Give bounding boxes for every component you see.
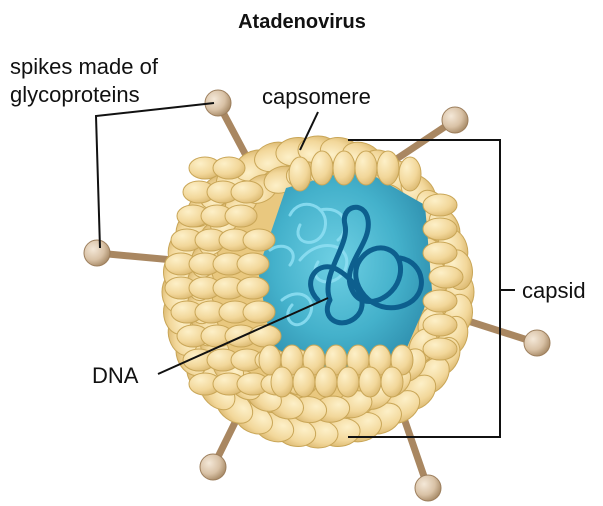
- capsomere: [423, 194, 457, 216]
- capsomere: [243, 301, 275, 323]
- capsomere: [423, 314, 457, 336]
- capsomere: [231, 181, 263, 203]
- capsomere: [399, 157, 421, 191]
- capsomere: [271, 367, 293, 397]
- capsomere: [293, 367, 315, 397]
- core: [258, 168, 432, 375]
- capsomere: [237, 277, 269, 299]
- capsomere: [381, 367, 403, 397]
- dna-label: DNA: [92, 363, 139, 388]
- capsomere: [243, 229, 275, 251]
- capsomere: [429, 266, 463, 288]
- capsomere: [237, 253, 269, 275]
- spike-knob: [524, 330, 550, 356]
- spike-knob: [200, 454, 226, 480]
- spikes-label-line1: spikes made of: [10, 54, 159, 79]
- capsomere: [225, 205, 257, 227]
- spikes-label-line2: glycoproteins: [10, 82, 140, 107]
- capsomere: [289, 157, 311, 191]
- spike-knob: [442, 107, 468, 133]
- capsomere-label: capsomere: [262, 84, 371, 109]
- capsomere: [213, 157, 245, 179]
- capsomere: [359, 367, 381, 397]
- capsomere: [333, 151, 355, 185]
- spike-knob: [84, 240, 110, 266]
- capsomere: [423, 242, 457, 264]
- capsomere: [355, 151, 377, 185]
- capsomere: [423, 338, 457, 360]
- capsomere: [423, 218, 457, 240]
- capsomere: [315, 367, 337, 397]
- capsid-label: capsid: [522, 278, 586, 303]
- spike-knob: [415, 475, 441, 501]
- capsomere: [249, 325, 281, 347]
- capsomere: [311, 151, 333, 185]
- capsomere: [337, 367, 359, 397]
- diagram-title: Atadenovirus: [238, 11, 366, 33]
- capsid-body: [161, 135, 476, 450]
- capsomere: [377, 151, 399, 185]
- capsomere: [423, 290, 457, 312]
